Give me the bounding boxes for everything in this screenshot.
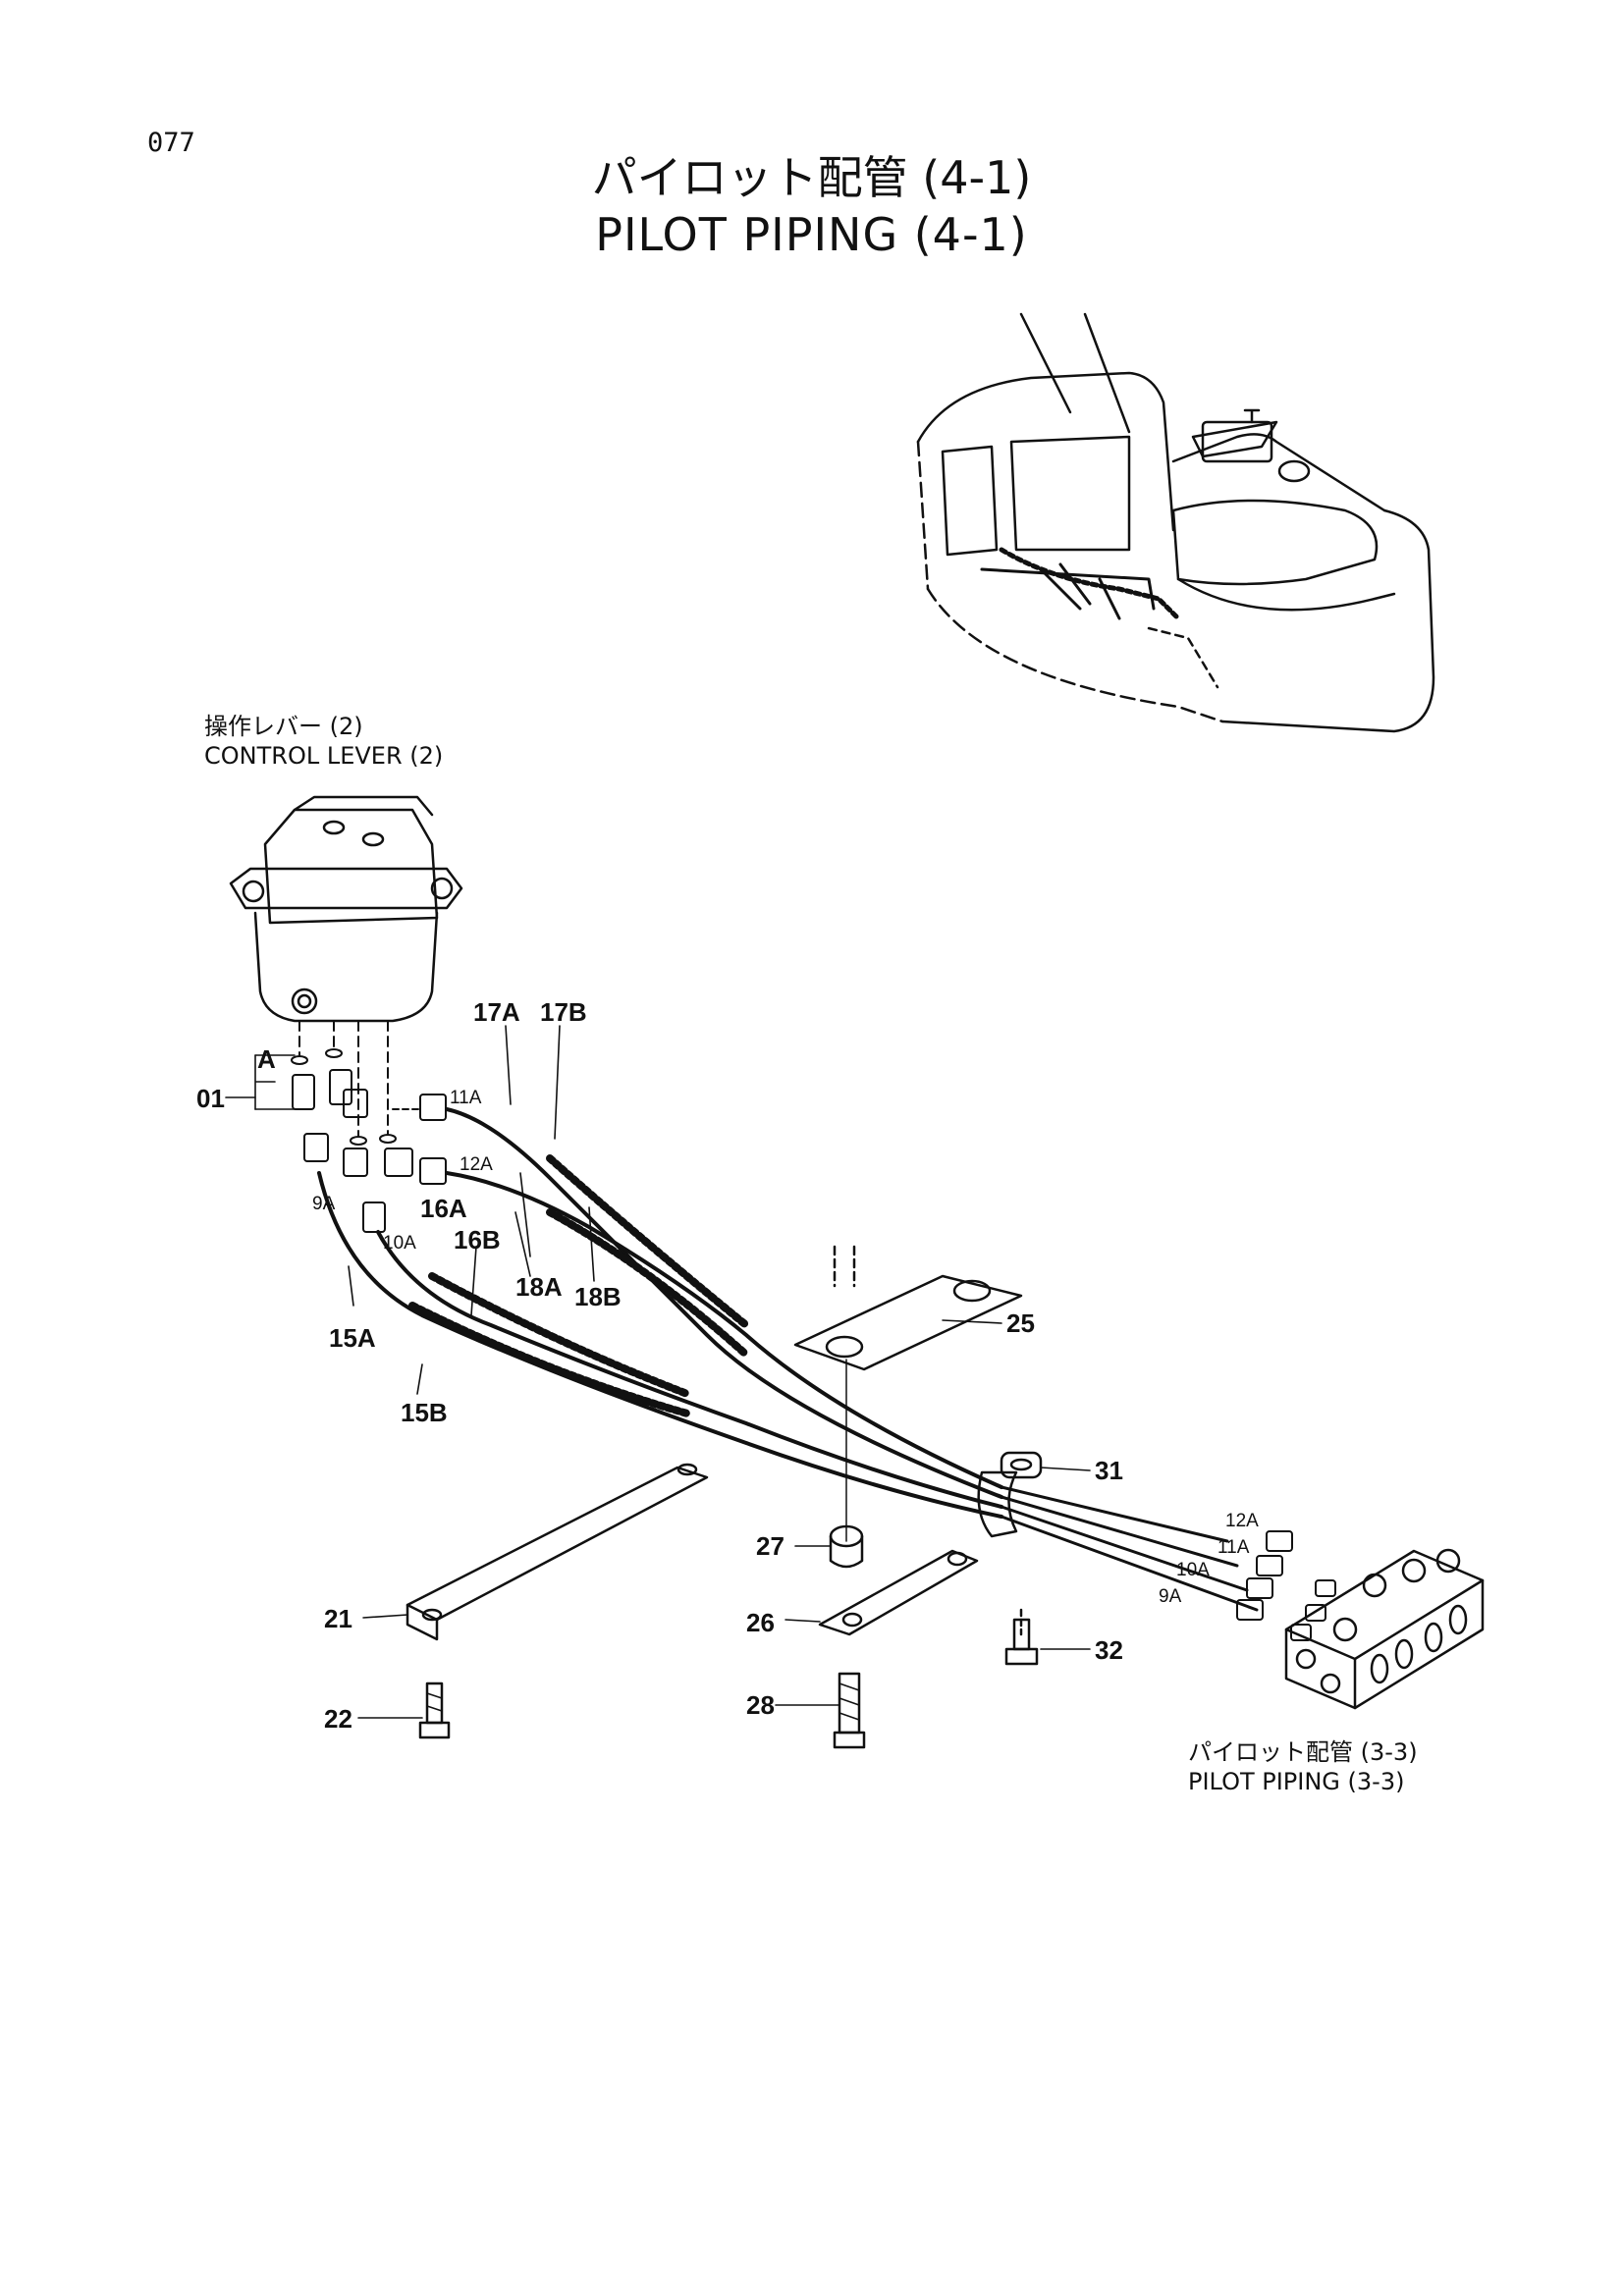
control-lever-label-en: CONTROL LEVER (2) <box>204 742 444 770</box>
callout-18b: 18B <box>574 1282 622 1311</box>
callout-labels: A 01 9A 10A 11A 12A 15A 15B 16A 16B 17A … <box>196 997 1259 1734</box>
bolt-32 <box>1004 1608 1039 1666</box>
excavator-overview <box>916 312 1435 733</box>
pilot-piping-3-3-label-jp: パイロット配管 (3-3) <box>1188 1738 1418 1766</box>
plate-25 <box>793 1245 1023 1542</box>
callout-01: 01 <box>196 1084 225 1113</box>
callout-21: 21 <box>324 1604 352 1633</box>
pilot-piping-3-3-label: パイロット配管 (3-3) PILOT PIPING (3-3) <box>1188 1737 1418 1796</box>
lever-fittings <box>291 1020 447 1233</box>
callout-15a: 15A <box>329 1323 376 1353</box>
callout-9a: 9A <box>312 1194 336 1214</box>
callout-18a: 18A <box>515 1272 563 1302</box>
callout-a: A <box>257 1044 276 1074</box>
callout-31: 31 <box>1095 1456 1123 1485</box>
callout-27: 27 <box>756 1531 784 1561</box>
callout-valve-12a: 12A <box>1225 1511 1259 1531</box>
leader-lines <box>225 1025 1091 1719</box>
page-title-en: PILOT PIPING (4-1) <box>595 208 1028 261</box>
callout-16a: 16A <box>420 1194 467 1223</box>
bolt-22 <box>418 1682 451 1739</box>
callout-22: 22 <box>324 1704 352 1734</box>
callout-17a: 17A <box>473 997 520 1027</box>
callout-11a: 11A <box>450 1088 482 1108</box>
pilot-piping-3-3-label-en: PILOT PIPING (3-3) <box>1188 1768 1405 1795</box>
control-lever-assembly <box>229 795 463 1023</box>
callout-15b: 15B <box>401 1398 448 1427</box>
callout-28: 28 <box>746 1690 775 1720</box>
callout-10a: 10A <box>383 1233 416 1254</box>
callout-12a: 12A <box>460 1154 493 1175</box>
callout-32: 32 <box>1095 1635 1123 1665</box>
clamp-31 <box>977 1451 1043 1538</box>
pilot-block <box>1284 1548 1485 1710</box>
page-number: 077 <box>147 128 195 158</box>
bolt-28 <box>833 1672 866 1749</box>
page-title-jp: パイロット配管 (4-1) <box>591 151 1032 204</box>
callout-valve-9a: 9A <box>1159 1586 1182 1607</box>
callout-25: 25 <box>1006 1308 1035 1338</box>
right-fittings <box>1236 1530 1336 1641</box>
control-lever-label-jp: 操作レバー (2) <box>204 713 363 740</box>
bracket-21 <box>406 1463 709 1641</box>
hose-bundle <box>317 1107 1259 1612</box>
callout-26: 26 <box>746 1608 775 1637</box>
callout-valve-10a: 10A <box>1176 1560 1210 1580</box>
spacer-27 <box>829 1524 864 1569</box>
callout-valve-11a: 11A <box>1217 1537 1250 1558</box>
callout-17b: 17B <box>540 997 587 1027</box>
plate-26 <box>818 1549 979 1636</box>
control-lever-label: 操作レバー (2) CONTROL LEVER (2) <box>204 712 443 771</box>
callout-16b: 16B <box>454 1225 501 1255</box>
